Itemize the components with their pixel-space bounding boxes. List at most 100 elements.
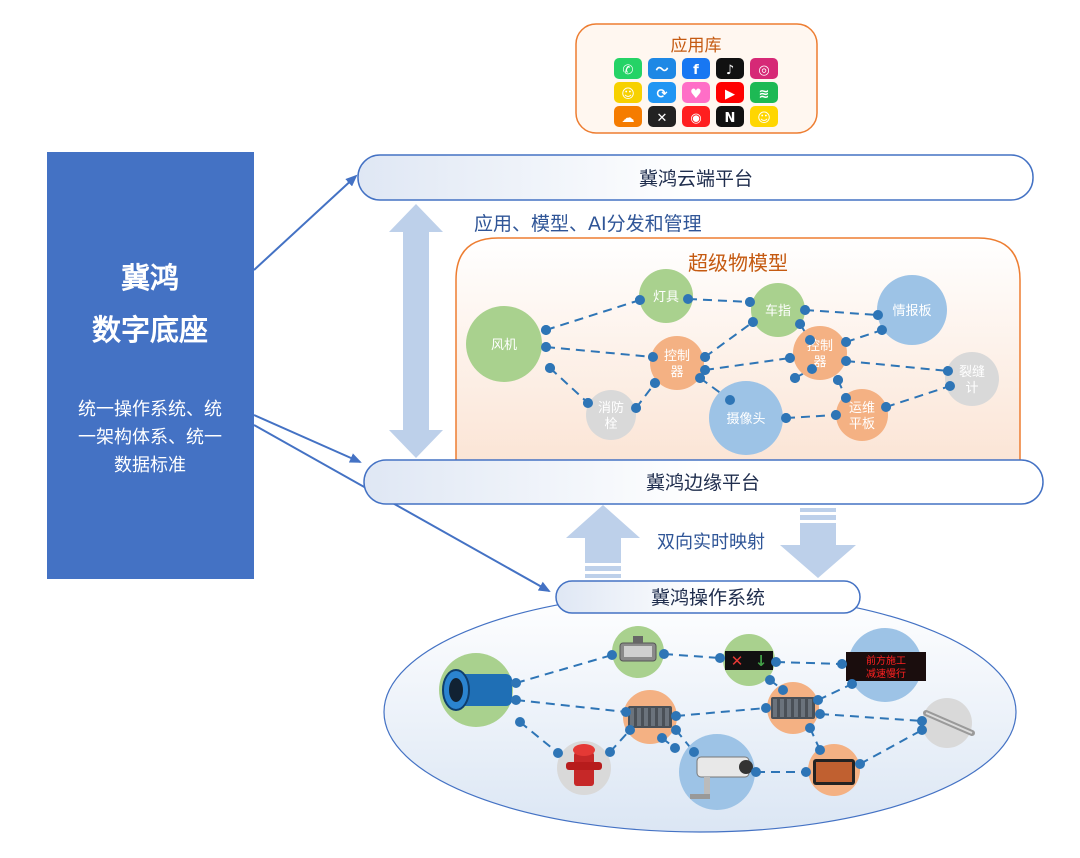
node-info-board: 情报板 bbox=[877, 275, 947, 345]
controller-device-icon bbox=[628, 706, 672, 728]
link-endpoint-dot bbox=[695, 373, 705, 383]
cloud-platform-bar: 冀鸿云端平台 bbox=[357, 154, 1034, 201]
instagram-icon: ◎ bbox=[750, 58, 778, 79]
link-endpoint-dot bbox=[631, 403, 641, 413]
link-endpoint-dot bbox=[765, 675, 775, 685]
super-model-link bbox=[635, 382, 656, 409]
link-endpoint-dot bbox=[943, 366, 953, 376]
node-hydrant: 消防栓 bbox=[586, 390, 636, 440]
node-fan: 风机 bbox=[466, 306, 542, 382]
node-controller-2: 控制器 bbox=[793, 326, 847, 380]
svg-text:▶: ▶ bbox=[725, 87, 735, 102]
link-endpoint-dot bbox=[795, 319, 805, 329]
link-endpoint-dot bbox=[670, 743, 680, 753]
link-endpoint-dot bbox=[671, 725, 681, 735]
link-endpoint-dot bbox=[805, 335, 815, 345]
link-endpoint-dot bbox=[917, 725, 927, 735]
link-endpoint-dot bbox=[841, 356, 851, 366]
tablet-device-icon bbox=[813, 759, 855, 785]
super-model-link bbox=[885, 385, 951, 408]
link-endpoint-dot bbox=[805, 723, 815, 733]
left-panel-title-line2: 数字底座 bbox=[92, 313, 208, 347]
svg-text:↓: ↓ bbox=[755, 652, 768, 670]
svg-text:✕: ✕ bbox=[657, 111, 668, 126]
node-lamp: 灯具 bbox=[639, 269, 693, 323]
up-mapping-arrow bbox=[566, 505, 640, 578]
left-panel-title-line1: 冀鸿 bbox=[121, 261, 179, 295]
node-label: 裂缝 bbox=[959, 365, 985, 380]
link-endpoint-dot bbox=[683, 294, 693, 304]
super-model-link bbox=[687, 298, 751, 303]
super-model-title: 超级物模型 bbox=[688, 251, 788, 275]
edge-platform-bar: 冀鸿边缘平台 bbox=[363, 459, 1044, 505]
spotify-icon: ≋ bbox=[750, 82, 778, 103]
super-model-link bbox=[845, 329, 883, 343]
node-lane-sign: 车指 bbox=[751, 283, 805, 337]
vidmate-icon: ✕ bbox=[648, 106, 676, 127]
link-endpoint-dot bbox=[607, 650, 617, 660]
node-label: 器 bbox=[813, 355, 826, 370]
led-board-line2: 减速慢行 bbox=[866, 667, 906, 680]
link-endpoint-dot bbox=[515, 717, 525, 727]
link-endpoint-dot bbox=[700, 352, 710, 362]
svg-text:♪: ♪ bbox=[726, 63, 734, 78]
link-endpoint-dot bbox=[583, 398, 593, 408]
smiley-app-icon: ☺ bbox=[750, 106, 778, 127]
node-label: 栓 bbox=[604, 417, 617, 432]
lamp-device-icon bbox=[619, 636, 657, 662]
crack-meter-device-icon bbox=[923, 710, 975, 736]
mapping-label: 双向实时映射 bbox=[657, 532, 765, 553]
link-endpoint-dot bbox=[781, 413, 791, 423]
link-endpoint-dot bbox=[511, 695, 521, 705]
share-icon: ⟳ bbox=[648, 82, 676, 103]
netflix-icon: N bbox=[716, 106, 744, 127]
node-label: 计 bbox=[965, 381, 978, 396]
super-model-link bbox=[845, 360, 949, 372]
lane-sign-device-icon: ✕↓ bbox=[725, 651, 773, 670]
node-label: 情报板 bbox=[892, 304, 931, 319]
node-label: 器 bbox=[670, 365, 683, 380]
link-endpoint-dot bbox=[621, 707, 631, 717]
link-endpoint-dot bbox=[778, 685, 788, 695]
svg-text:☺: ☺ bbox=[757, 111, 771, 126]
snapchat-icon: ☺ bbox=[614, 82, 642, 103]
link-endpoint-dot bbox=[545, 363, 555, 373]
link-endpoint-dot bbox=[815, 709, 825, 719]
link-endpoint-dot bbox=[833, 375, 843, 385]
link-endpoint-dot bbox=[648, 352, 658, 362]
svg-text:≋: ≋ bbox=[759, 87, 770, 102]
link-endpoint-dot bbox=[877, 325, 887, 335]
app-library-title: 应用库 bbox=[671, 36, 722, 56]
link-endpoint-dot bbox=[813, 695, 823, 705]
app-icons-grid: ✆〜f♪◎☺⟳♥▶≋☁✕◉N☺ bbox=[614, 58, 778, 127]
likee-icon: ♥ bbox=[682, 82, 710, 103]
link-endpoint-dot bbox=[917, 716, 927, 726]
svg-text:〜: 〜 bbox=[655, 63, 668, 78]
camera-device-icon bbox=[690, 756, 753, 799]
svg-text:☁: ☁ bbox=[622, 111, 635, 126]
link-endpoint-dot bbox=[745, 297, 755, 307]
fan-device-icon bbox=[442, 669, 512, 711]
super-model-link bbox=[785, 414, 837, 419]
device-link bbox=[663, 653, 721, 659]
distribution-label: 应用、模型、AI分发和管理 bbox=[474, 213, 702, 235]
app-library: 应用库 ✆〜f♪◎☺⟳♥▶≋☁✕◉N☺ bbox=[575, 23, 818, 134]
messenger-icon: 〜 bbox=[648, 58, 676, 79]
node-label: 消防 bbox=[598, 400, 624, 416]
node-controller-1: 控制器 bbox=[650, 336, 704, 390]
link-endpoint-dot bbox=[771, 657, 781, 667]
svg-text:♥: ♥ bbox=[690, 87, 702, 102]
left-panel-desc-line1: 统一操作系统、统 bbox=[78, 399, 222, 420]
link-endpoint-dot bbox=[815, 745, 825, 755]
youtube-music-icon: ◉ bbox=[682, 106, 710, 127]
link-endpoint-dot bbox=[635, 295, 645, 305]
edge-platform-label: 冀鸿边缘平台 bbox=[646, 472, 760, 494]
link-endpoint-dot bbox=[785, 353, 795, 363]
left-panel-arrows bbox=[253, 174, 551, 592]
svg-text:N: N bbox=[725, 111, 736, 126]
node-label: 平板 bbox=[849, 417, 875, 432]
node-camera: 摄像头 bbox=[709, 381, 783, 455]
node-crack-meter: 裂缝计 bbox=[945, 352, 999, 406]
